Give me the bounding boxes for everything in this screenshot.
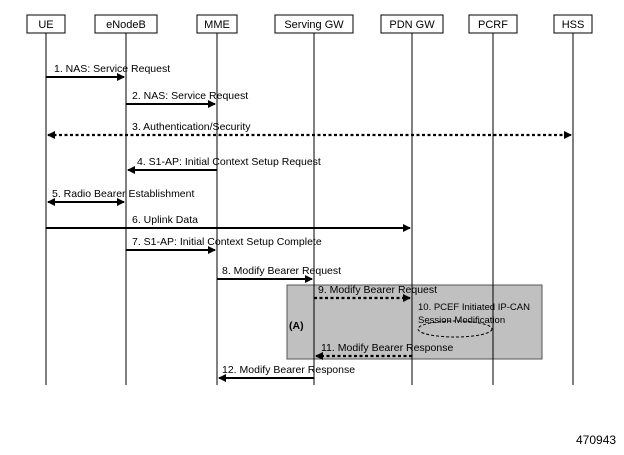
message-arrows: 1. NAS: Service Request 2. NAS: Service R… [46,63,572,382]
entity-label-enodeb: eNodeB [106,19,146,31]
note-line-1: 10. PCEF Initiated IP-CAN [418,302,530,313]
message-label-5: 5. Radio Bearer Establishment [52,188,194,200]
entity-label-ue: UE [38,19,53,31]
note-line-2: Session Modification [418,315,505,326]
entity-headers: UE eNodeB MME Serving GW PDN GW PCRF HSS [26,14,593,34]
entity-box-ue [26,14,66,34]
message-label-4: 4. S1-AP: Initial Context Setup Request [137,156,321,168]
lifelines [45,33,574,385]
entity-box-serving-gw [274,14,354,34]
entity-label-serving-gw: Serving GW [284,19,344,31]
entity-box-mme [196,14,238,34]
message-label-11: 12. Modify Bearer Response [222,364,355,376]
message-label-8: 8. Modify Bearer Request [222,265,341,277]
entity-box-enodeb [94,14,158,34]
entity-label-pdn-gw: PDN GW [389,19,435,31]
entity-box-hss [553,14,593,34]
message-label-3: 3. Authentication/Security [132,121,251,133]
entity-label-mme: MME [204,19,230,31]
message-label-10: 11. Modify Bearer Response [321,342,453,354]
message-label-2: 2. NAS: Service Request [132,90,248,102]
message-label-6: 6. Uplink Data [132,214,198,226]
entity-label-hss: HSS [562,19,585,31]
entity-box-pcrf [468,14,518,34]
message-label-9: 9. Modify Bearer Request [318,284,437,296]
optional-region-label: (A) [289,320,304,332]
message-label-1: 1. NAS: Service Request [54,63,170,75]
entity-box-pdn-gw [380,14,444,34]
entity-label-pcrf: PCRF [478,19,508,31]
message-label-7: 7. S1-AP: Initial Context Setup Complete [132,236,322,248]
optional-region-box [286,284,543,360]
session-modification-ellipse [417,320,493,338]
figure-id: 470943 [576,433,616,447]
